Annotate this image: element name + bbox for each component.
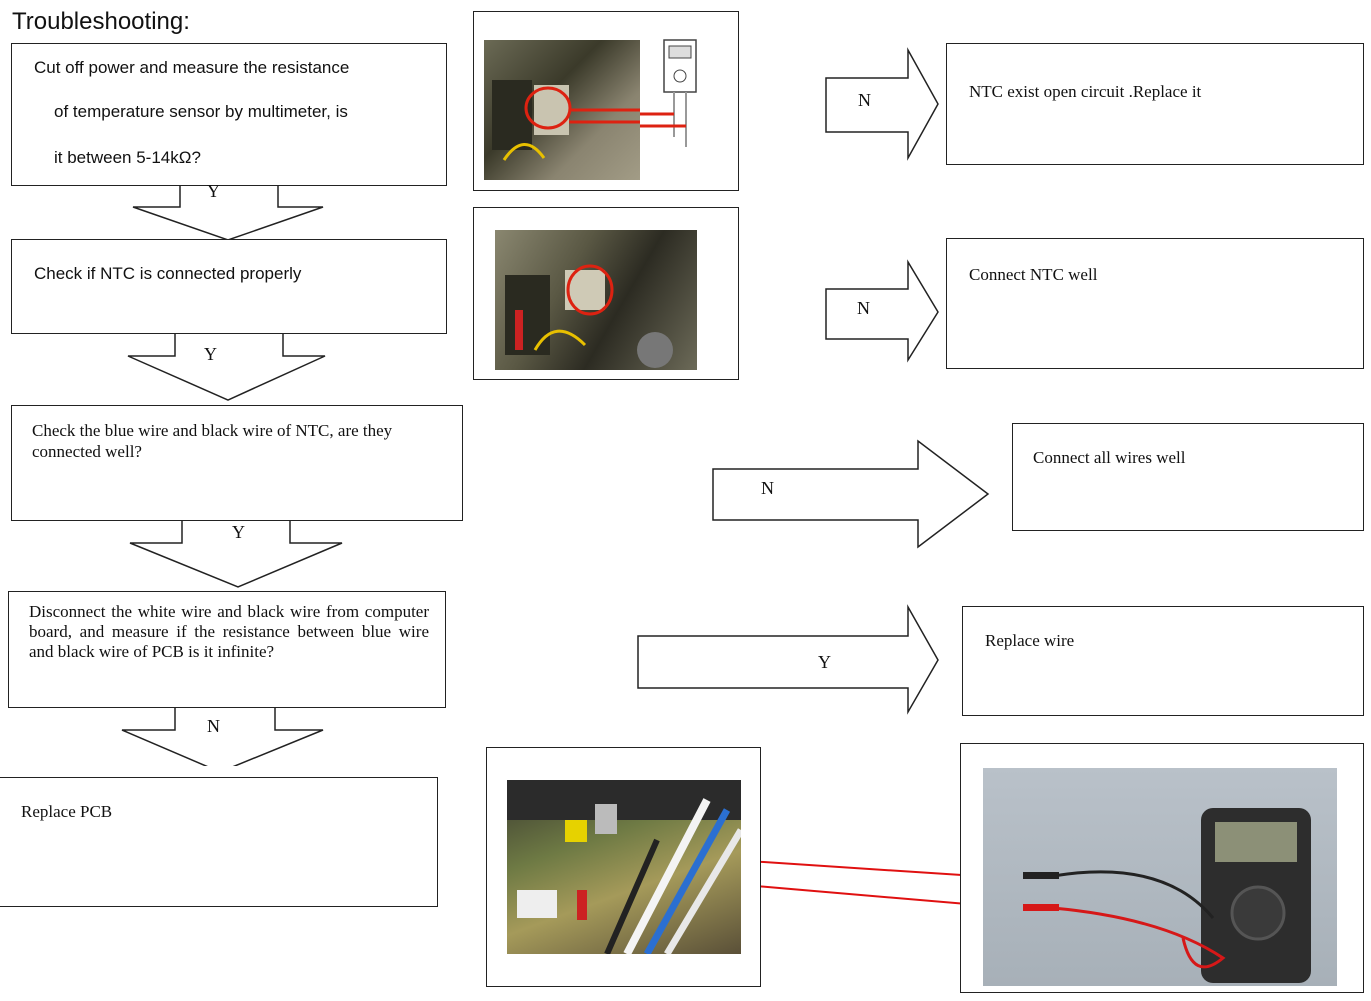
pcb-photo	[507, 780, 741, 954]
down-arrow-1	[132, 184, 324, 241]
sensor-photo-art	[492, 80, 640, 161]
outcome-replace-wire: Replace wire	[962, 606, 1364, 716]
right-arrow-2	[825, 259, 939, 363]
photo-frame-multimeter	[960, 743, 1364, 993]
ntc-photo-art	[505, 264, 673, 368]
step-4-text: Disconnect the white wire and black wire…	[29, 602, 429, 661]
outcome-2-text: Connect NTC well	[969, 265, 1098, 284]
step-check-blue-black-wire: Check the blue wire and black wire of NT…	[11, 405, 463, 521]
yes-label-3: Y	[232, 522, 245, 542]
multimeter-photo	[983, 768, 1337, 986]
step-1-line-3: it between 5-14kΩ?	[54, 148, 201, 167]
multimeter-sketch-art	[640, 39, 697, 147]
photo-frame-sensor-measure	[473, 11, 739, 191]
photo-frame-pcb	[486, 747, 761, 987]
outcome-4-arrow-label: Y	[818, 652, 831, 672]
sensor-photo	[484, 40, 640, 180]
outcome-connect-ntc: Connect NTC well	[946, 238, 1364, 369]
step-disconnect-and-measure: Disconnect the white wire and black wire…	[8, 591, 446, 708]
step-2-text: Check if NTC is connected properly	[34, 264, 302, 283]
photo-frame-ntc-connection	[473, 207, 739, 380]
ntc-connection-photo	[495, 230, 697, 370]
right-arrow-1	[825, 47, 939, 161]
step-1-line-1: Cut off power and measure the resistance	[34, 58, 350, 77]
outcome-connect-wires: Connect all wires well	[1012, 423, 1364, 531]
outcome-1-arrow-label: N	[858, 90, 871, 110]
down-arrow-3	[129, 519, 343, 588]
outcome-4-text: Replace wire	[985, 631, 1075, 650]
yes-label-2: Y	[204, 344, 217, 364]
down-arrow-2	[127, 332, 326, 401]
outcome-1-text: NTC exist open circuit .Replace it	[969, 82, 1202, 101]
outcome-replace-ntc: NTC exist open circuit .Replace it	[946, 43, 1364, 165]
pcb-photo-art	[507, 780, 741, 954]
outcome-3-text: Connect all wires well	[1033, 448, 1186, 467]
outcome-2-arrow-label: N	[857, 298, 870, 318]
yes-label-1: Y	[207, 181, 220, 201]
step-measure-resistance: Cut off power and measure the resistance…	[11, 43, 447, 186]
step-1-line-2: of temperature sensor by multimeter, is	[54, 102, 348, 121]
outcome-3-arrow-label: N	[761, 478, 774, 498]
step-3-text: Check the blue wire and black wire of NT…	[32, 421, 393, 461]
multimeter-photo-art	[1023, 808, 1311, 983]
right-arrow-4	[637, 604, 939, 715]
final-step-replace-pcb: Replace PCB	[0, 777, 438, 907]
right-arrow-3	[712, 439, 990, 549]
step-check-ntc-connection: Check if NTC is connected properly	[11, 239, 447, 334]
no-label-4: N	[207, 716, 220, 736]
page-title: Troubleshooting:	[12, 8, 190, 35]
final-step-text: Replace PCB	[21, 802, 113, 821]
down-arrow-4	[121, 708, 324, 773]
multimeter-sketch	[640, 32, 720, 162]
